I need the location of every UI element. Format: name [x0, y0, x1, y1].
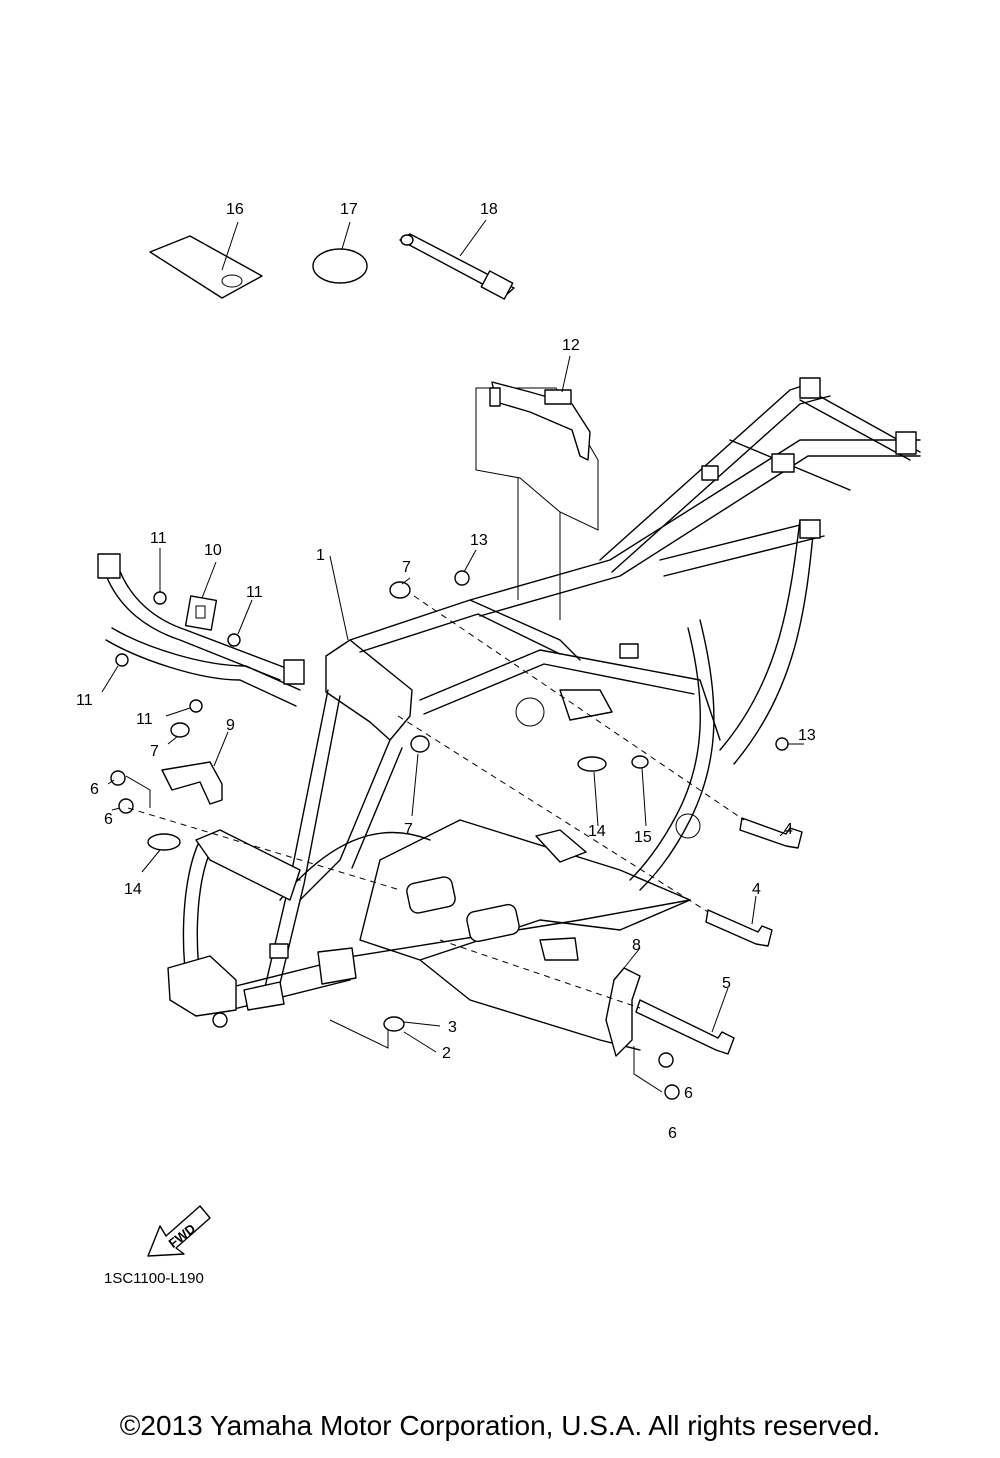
callout-14: 14 — [124, 881, 142, 898]
callout-13: 13 — [470, 532, 488, 549]
callout-7: 7 — [404, 821, 413, 838]
callout-6: 6 — [90, 781, 99, 798]
callout-3: 3 — [448, 1019, 457, 1036]
callout-13: 13 — [798, 727, 816, 744]
callout-8: 8 — [632, 937, 641, 954]
bolts — [605, 817, 803, 1057]
part-17-o-ring — [312, 221, 368, 284]
callout-18: 18 — [480, 201, 498, 218]
callout-16: 16 — [226, 201, 244, 218]
callout-14: 14 — [588, 823, 606, 840]
part-9-bracket — [161, 761, 223, 805]
fasteners — [110, 570, 789, 1100]
callout-12: 12 — [562, 337, 580, 354]
copyright-notice: ©2013 Yamaha Motor Corporation, U.S.A. A… — [119, 1410, 881, 1441]
callout-6: 6 — [104, 811, 113, 828]
callout-10: 10 — [204, 542, 222, 559]
callout-1: 1 — [316, 547, 325, 564]
callout-15: 15 — [634, 829, 652, 846]
callout-7: 7 — [150, 743, 159, 760]
callout-17: 17 — [340, 201, 358, 218]
diagram-code: 1SC1100-L190 — [104, 1270, 204, 1287]
part-12-bracket — [475, 355, 599, 620]
part-18-pipe — [399, 219, 515, 300]
callout-11: 11 — [76, 692, 93, 709]
fwd-arrow-icon: FWD — [147, 1205, 211, 1257]
callout-11: 11 — [246, 584, 263, 601]
callout-11: 11 — [150, 530, 167, 547]
callout-2: 2 — [442, 1045, 451, 1062]
part-16-label-sheet — [149, 221, 263, 299]
callout-6: 6 — [668, 1125, 677, 1142]
callout-4: 4 — [784, 821, 793, 838]
part-10-bracket — [97, 553, 305, 707]
part-1-main-frame — [167, 377, 921, 1051]
callout-11: 11 — [136, 711, 153, 728]
callout-numbers: 16 17 18 12 11 10 11 11 11 7 9 6 6 14 1 … — [76, 201, 816, 1142]
callout-7: 7 — [402, 559, 411, 576]
leader-lines — [101, 548, 804, 1093]
callout-6: 6 — [684, 1085, 693, 1102]
callout-4: 4 — [752, 881, 761, 898]
callout-9: 9 — [226, 717, 235, 734]
callout-5: 5 — [722, 975, 731, 992]
